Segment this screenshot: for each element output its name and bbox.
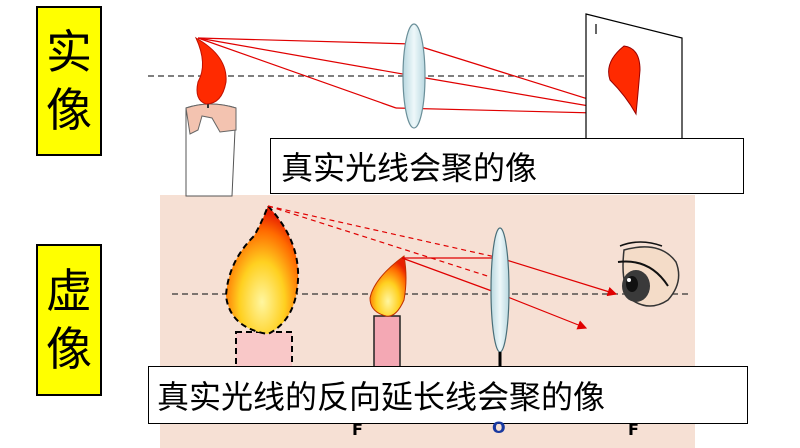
- virtual-caption-text: 真实光线的反向延长线会聚的像: [157, 378, 606, 416]
- virtual-image-label: 虚 像: [36, 244, 102, 396]
- focal-point-right: F: [628, 420, 639, 439]
- virtual-light-rays: [401, 257, 618, 330]
- eye-icon: [617, 241, 680, 307]
- virtual-image-caption: 真实光线的反向延长线会聚的像: [148, 366, 748, 424]
- real-candle: [185, 92, 237, 197]
- real-convex-lens: [402, 23, 426, 129]
- optical-center: O: [492, 418, 506, 437]
- real-caption-text: 真实光线会聚的像: [281, 149, 538, 187]
- real-image-caption: 真实光线会聚的像: [270, 138, 744, 194]
- real-image-label: 实 像: [36, 6, 102, 156]
- real-label-char-2: 像: [46, 83, 92, 137]
- focal-point-left: F: [352, 420, 363, 439]
- virtual-label-char-2: 像: [46, 322, 92, 376]
- virtual-label-char-1: 虚: [46, 264, 92, 318]
- real-label-char-1: 实: [46, 25, 92, 79]
- real-inverted-image: [608, 45, 641, 116]
- virtual-ray-extensions: [267, 205, 501, 281]
- virtual-object-candle: [369, 255, 407, 379]
- real-candle-flame: [194, 36, 227, 105]
